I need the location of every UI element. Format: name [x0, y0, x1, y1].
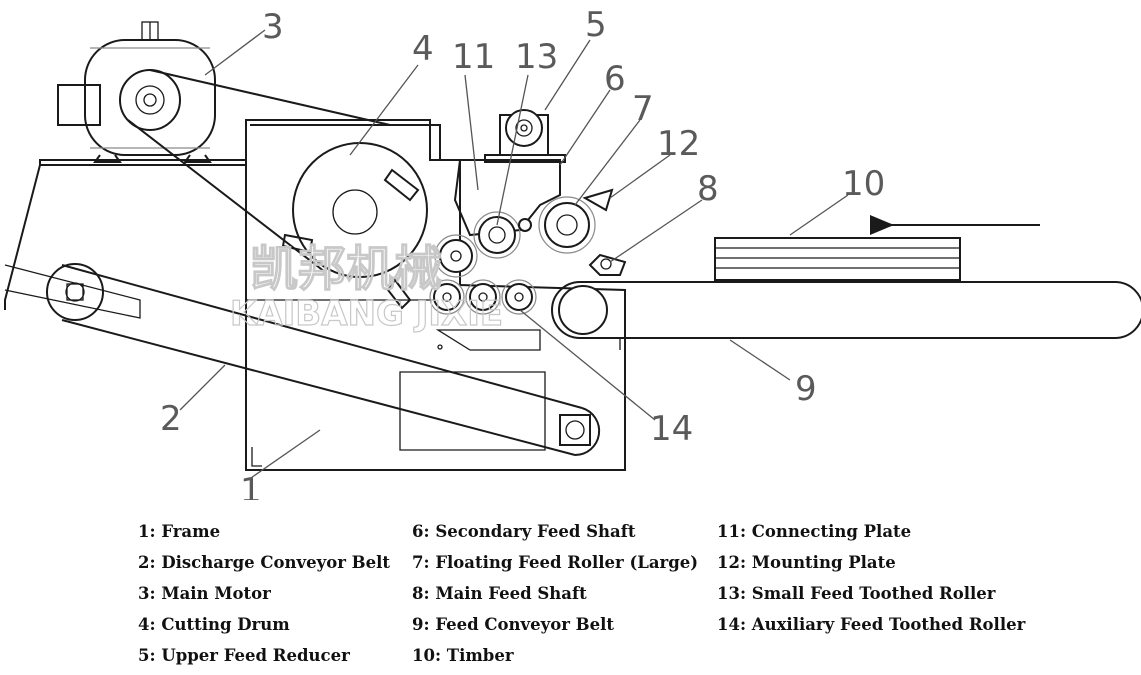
- main-motor: [57, 21, 216, 163]
- connecting-plate: [453, 159, 561, 237]
- callout-12: 12: [657, 124, 700, 164]
- callout-6: 6: [604, 59, 626, 99]
- legend-item: 7: Floating Feed Roller (Large): [412, 553, 699, 572]
- machine-diagram: 凯邦机械 KAIBANG JIXIE 1 2 3 4 11 13 5 6 7 1…: [4, 5, 1141, 500]
- callout-4: 4: [412, 29, 434, 69]
- feed-rollers: [429, 188, 627, 315]
- cutting-drum: [250, 124, 441, 310]
- legend-item: 5: Upper Feed Reducer: [138, 646, 350, 665]
- svg-text:凯邦机械: 凯邦机械: [250, 241, 442, 297]
- legend-item: 10: Timber: [412, 646, 514, 665]
- svg-text:KAIBANG JIXIE: KAIBANG JIXIE: [230, 294, 503, 334]
- callout-3: 3: [262, 7, 284, 47]
- legend-column-2: 6: Secondary Feed Shaft 7: Floating Feed…: [412, 520, 698, 675]
- legend-column-1: 1: Frame 2: Discharge Conveyor Belt 3: M…: [138, 520, 390, 675]
- callout-9: 9: [795, 369, 817, 409]
- legend-column-3: 11: Connecting Plate 12: Mounting Plate …: [717, 520, 1025, 644]
- callout-10: 10: [842, 164, 885, 204]
- callout-14: 14: [650, 409, 693, 449]
- leader-lines: [179, 29, 849, 481]
- legend-item: 13: Small Feed Toothed Roller: [717, 584, 996, 603]
- feed-conveyor: [551, 281, 1141, 350]
- callout-11: 11: [452, 37, 495, 77]
- timber: [714, 237, 961, 281]
- legend-item: 3: Main Motor: [138, 584, 271, 603]
- legend-item: 4: Cutting Drum: [138, 615, 290, 634]
- discharge-conveyor: [4, 263, 601, 457]
- frame-body: [245, 119, 626, 471]
- legend-item: 14: Auxiliary Feed Toothed Roller: [717, 615, 1026, 634]
- legend-item: 9: Feed Conveyor Belt: [412, 615, 614, 634]
- legend-item: 2: Discharge Conveyor Belt: [138, 553, 390, 572]
- watermark: 凯邦机械 KAIBANG JIXIE: [229, 240, 503, 334]
- legend-item: 12: Mounting Plate: [717, 553, 896, 572]
- callout-2: 2: [160, 399, 182, 439]
- legend-item: 8: Main Feed Shaft: [412, 584, 587, 603]
- base-plate: [4, 159, 247, 310]
- callout-numbers: 1 2 3 4 11 13 5 6 7 12 8 10 9 14: [160, 5, 885, 500]
- upper-feed-reducer: [484, 109, 566, 163]
- callout-1: 1: [240, 471, 262, 500]
- legend-item: 1: Frame: [138, 522, 221, 541]
- callout-7: 7: [632, 89, 654, 129]
- callout-13: 13: [515, 37, 558, 77]
- legend-item: 6: Secondary Feed Shaft: [412, 522, 636, 541]
- callout-5: 5: [585, 5, 607, 45]
- legend-item: 11: Connecting Plate: [717, 522, 912, 541]
- drive-belt: [127, 69, 391, 273]
- callout-8: 8: [697, 169, 719, 209]
- legend: 1: Frame 2: Discharge Conveyor Belt 3: M…: [0, 520, 1141, 670]
